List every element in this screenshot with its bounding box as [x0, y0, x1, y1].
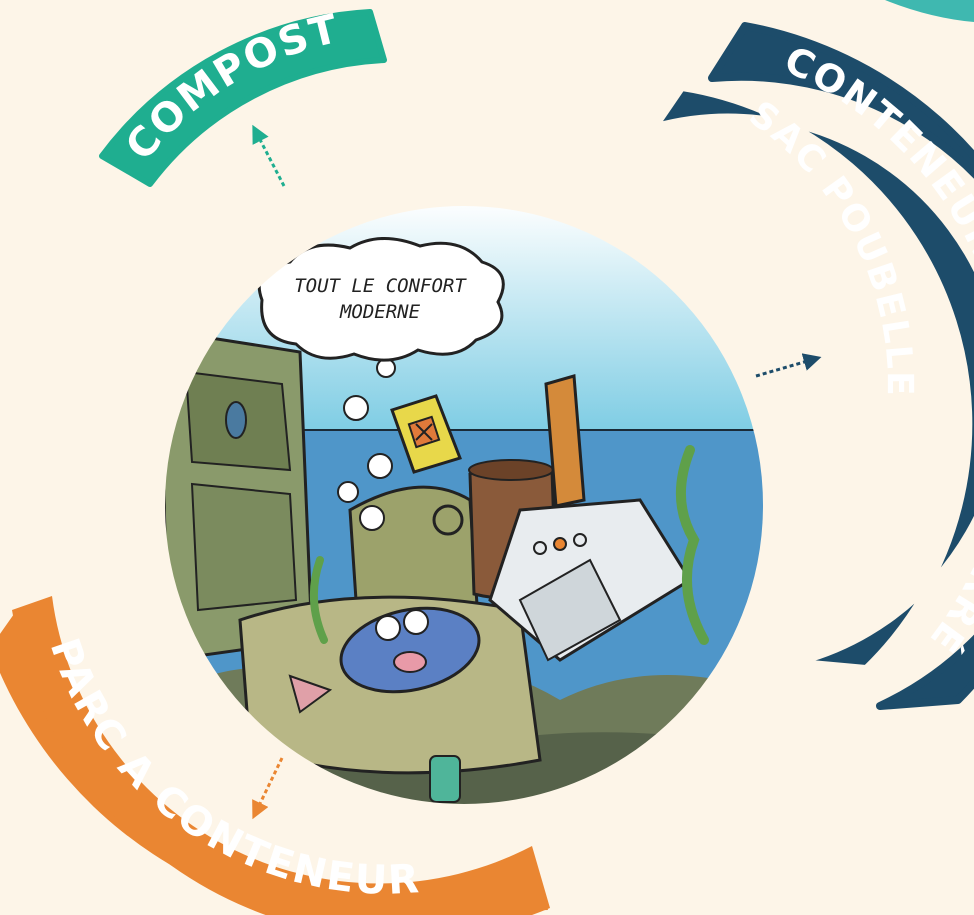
parc-conteneur-band: [0, 614, 548, 915]
thought-bubble: TOUT LE CONFORT MODERNE: [257, 236, 505, 362]
conteneur-arrow: [755, 353, 822, 378]
illustration-circle: TOUT LE CONFORT MODERNE: [164, 205, 764, 805]
seaweed-icon: [676, 445, 709, 645]
teal-corner-shape: [885, 0, 974, 22]
bubble-line-2: MODERNE: [339, 301, 421, 323]
pipe-icon: [544, 374, 586, 508]
fish-icon: [288, 606, 481, 714]
illustration-border: [163, 204, 765, 806]
sac-poubelle-band: [653, 85, 974, 671]
phone-icon: [429, 755, 461, 803]
compost-band: [99, 9, 387, 187]
bubbles: [337, 358, 396, 531]
parc-arrow: [252, 757, 284, 820]
conteneur-puce-band: [708, 22, 974, 710]
stove-icon: [488, 498, 693, 662]
bubble-line-1: TOUT LE CONFORT: [294, 275, 467, 297]
compost-label: COMPOST: [117, 6, 344, 170]
parc-conteneur-band-body: [12, 596, 550, 915]
compost-arrow: [252, 124, 286, 187]
toxic-can-icon: [390, 394, 462, 474]
